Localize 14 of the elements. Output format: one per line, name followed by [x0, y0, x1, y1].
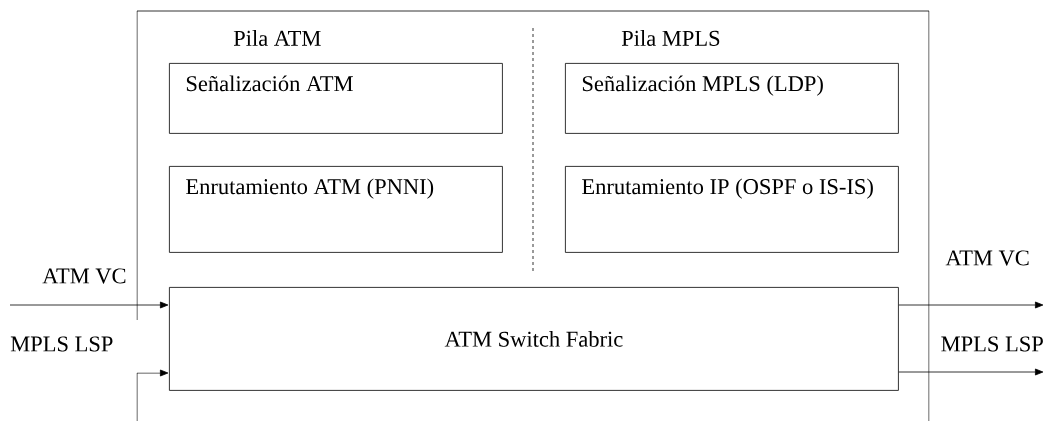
frame [136, 10, 930, 421]
arrow [898, 368, 1044, 376]
protocol-box: Señalización ATM [169, 63, 503, 134]
edge-label: ATM VC [41, 267, 128, 285]
edge-label: MPLS LSP [9, 335, 115, 353]
edge-label: MPLS LSP [939, 335, 1045, 353]
protocol-box: Enrutamiento IP (OSPF o IS-IS) [565, 166, 899, 253]
switch-fabric-box: ATM Switch Fabric [169, 287, 899, 391]
arrow [9, 301, 169, 309]
protocol-box: Enrutamiento ATM (PNNI) [169, 166, 503, 253]
edge-label: ATM VC [944, 249, 1031, 267]
protocol-box: Señalización MPLS (LDP) [565, 63, 899, 134]
arrow [136, 369, 169, 421]
arrow [898, 301, 1044, 309]
